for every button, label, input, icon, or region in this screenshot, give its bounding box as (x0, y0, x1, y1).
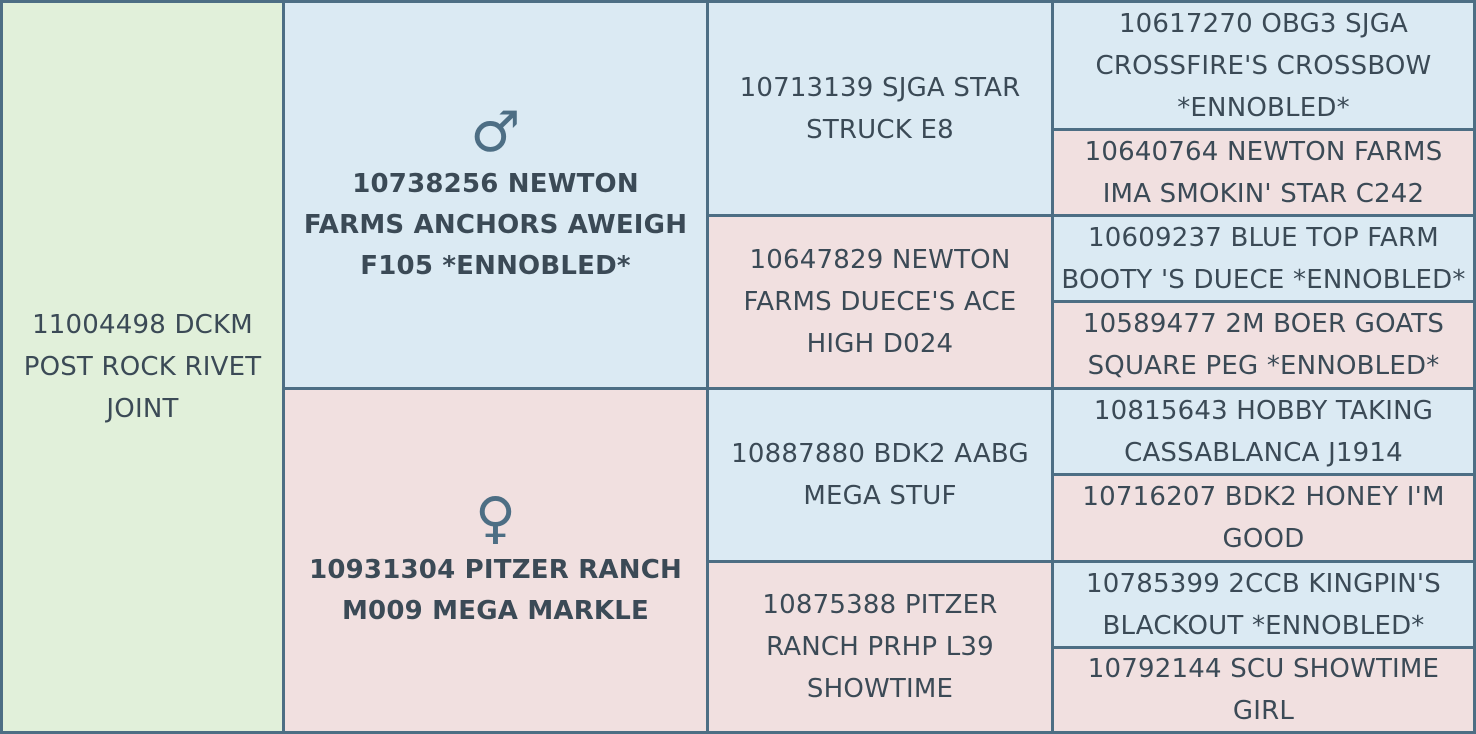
gen3-cell[interactable]: 10716207 BDK2 HONEY I'M GOOD (1051, 473, 1476, 563)
subject-cell[interactable]: 11004498 DCKM POST ROCK RIVET JOINT (0, 0, 285, 734)
gen3-cell[interactable]: 10617270 OBG3 SJGA CROSSFIRE'S CROSSBOW … (1051, 0, 1476, 131)
dam-sire-cell[interactable]: 10887880 BDK2 AABG MEGA STUF (706, 387, 1054, 563)
gen3-cell[interactable]: 10815643 HOBBY TAKING CASSABLANCA J1914 (1051, 387, 1476, 476)
sire-sire-cell[interactable]: 10713139 SJGA STAR STRUCK E8 (706, 0, 1054, 217)
sire-cell[interactable]: ♂ 10738256 NEWTON FARMS ANCHORS AWEIGH F… (282, 0, 709, 390)
sire-dam-cell[interactable]: 10647829 NEWTON FARMS DUECE'S ACE HIGH D… (706, 214, 1054, 390)
gen3-name: 10589477 2M BOER GOATS SQUARE PEG *ENNOB… (1082, 309, 1445, 381)
gen3-cell[interactable]: 10609237 BLUE TOP FARM BOOTY 'S DUECE *E… (1051, 214, 1476, 303)
female-symbol-icon: ♀ (474, 485, 517, 551)
dam-cell[interactable]: ♀ 10931304 PITZER RANCH M009 MEGA MARKLE (282, 387, 709, 734)
dam-dam-cell[interactable]: 10875388 PITZER RANCH PRHP L39 SHOWTIME (706, 560, 1054, 734)
dam-name: 10931304 PITZER RANCH M009 MEGA MARKLE (309, 554, 682, 626)
gen3-cell[interactable]: 10589477 2M BOER GOATS SQUARE PEG *ENNOB… (1051, 300, 1476, 390)
dam-dam-name: 10875388 PITZER RANCH PRHP L39 SHOWTIME (762, 590, 998, 704)
gen3-name: 10785399 2CCB KINGPIN'S BLACKOUT *ENNOBL… (1086, 568, 1441, 641)
sire-name: 10738256 NEWTON FARMS ANCHORS AWEIGH F10… (303, 168, 688, 281)
subject-name: 11004498 DCKM POST ROCK RIVET JOINT (23, 310, 262, 424)
male-symbol-icon: ♂ (470, 99, 521, 165)
gen3-name: 10640764 NEWTON FARMS IMA SMOKIN' STAR C… (1084, 136, 1443, 209)
gen3-name: 10716207 BDK2 HONEY I'M GOOD (1082, 482, 1445, 554)
gen3-name: 10792144 SCU SHOWTIME GIRL (1087, 654, 1440, 726)
sire-dam-name: 10647829 NEWTON FARMS DUECE'S ACE HIGH D… (743, 245, 1017, 359)
gen3-name: 10815643 HOBBY TAKING CASSABLANCA J1914 (1093, 395, 1434, 468)
gen3-cell[interactable]: 10785399 2CCB KINGPIN'S BLACKOUT *ENNOBL… (1051, 560, 1476, 649)
sire-sire-name: 10713139 SJGA STAR STRUCK E8 (739, 72, 1021, 145)
gen3-cell[interactable]: 10792144 SCU SHOWTIME GIRL (1051, 646, 1476, 734)
gen3-name: 10609237 BLUE TOP FARM BOOTY 'S DUECE *E… (1061, 222, 1466, 295)
gen3-name: 10617270 OBG3 SJGA CROSSFIRE'S CROSSBOW … (1095, 8, 1432, 123)
dam-sire-name: 10887880 BDK2 AABG MEGA STUF (731, 439, 1029, 511)
gen3-cell[interactable]: 10640764 NEWTON FARMS IMA SMOKIN' STAR C… (1051, 128, 1476, 217)
